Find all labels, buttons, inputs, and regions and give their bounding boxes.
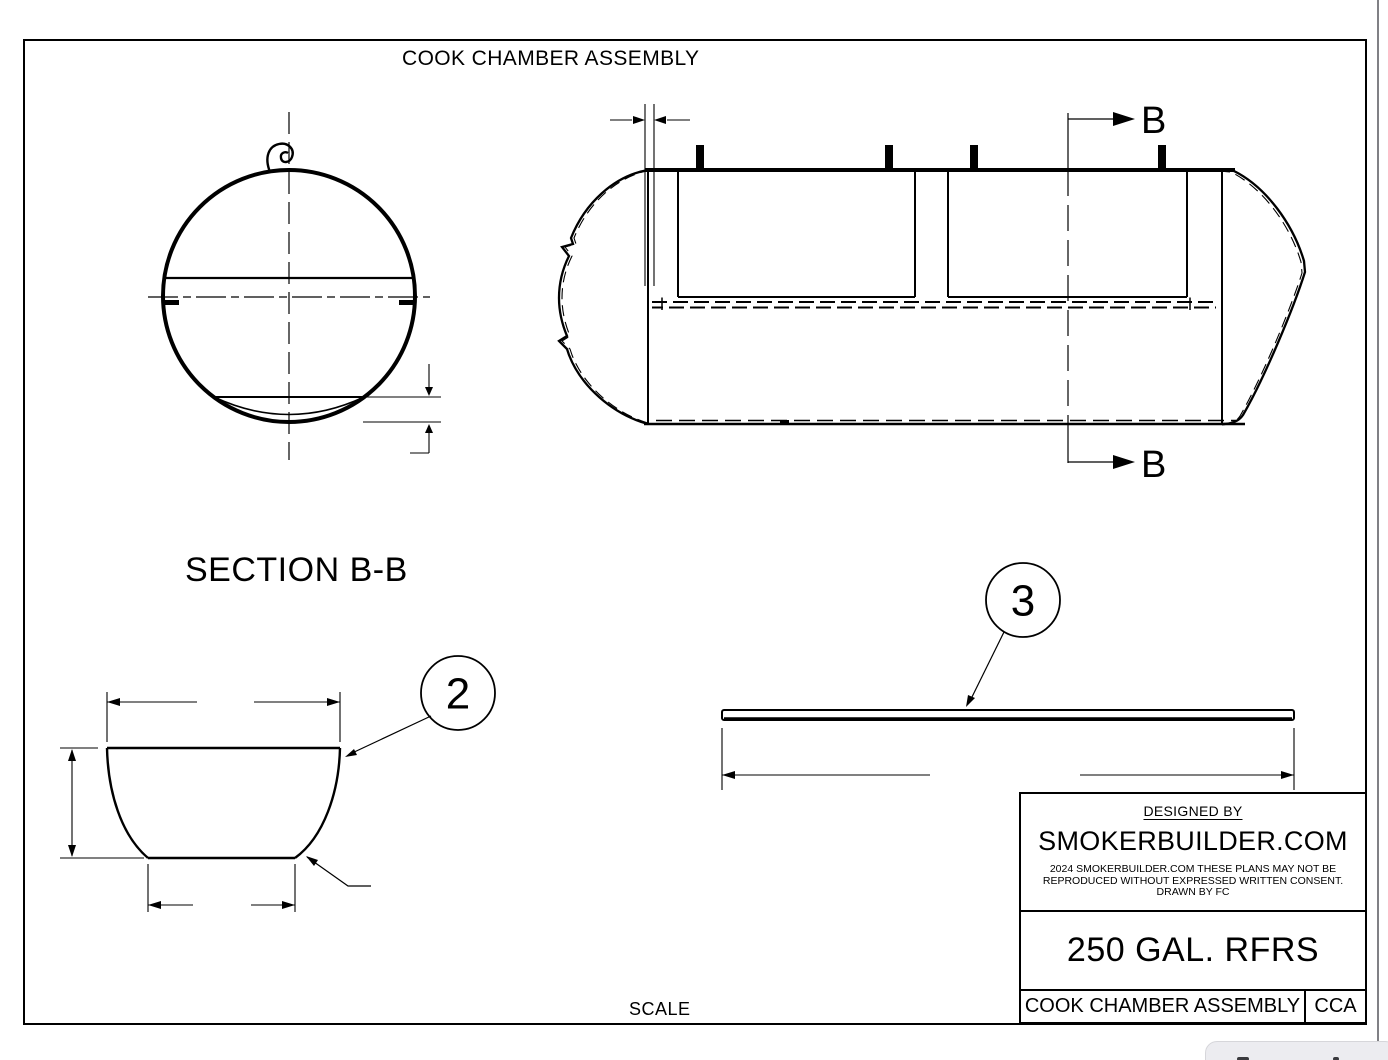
designer-name: SMOKERBUILDER.COM <box>1038 826 1348 856</box>
dim-arrow-up <box>425 424 433 433</box>
clipped-text-mark <box>1333 1057 1339 1060</box>
copyright-line: 2024 SMOKERBUILDER.COM THESE PLANS MAY N… <box>1049 863 1337 875</box>
section-letter-top: B <box>1141 100 1166 142</box>
hinge-post <box>885 145 893 172</box>
dim-arrow-left <box>654 116 666 124</box>
overlay-button-partial[interactable] <box>1205 1041 1388 1060</box>
flat-bar-length-dimension <box>721 728 1295 790</box>
assembly-code: CCA <box>1314 995 1357 1017</box>
end-view-dimension <box>363 364 441 454</box>
bowl-base-dimension <box>147 864 296 912</box>
page-edge-line <box>1377 0 1379 1060</box>
door-opening-left <box>677 172 916 298</box>
balloon-2-leader <box>349 715 432 755</box>
balloon-3-circle <box>985 562 1061 638</box>
end-view <box>148 112 441 460</box>
rack-support-right <box>399 300 413 305</box>
bowl-height-dimension <box>60 747 144 859</box>
hinge-post <box>1158 145 1166 172</box>
balloon-3-leader <box>969 631 1005 702</box>
side-view: B B <box>557 100 1307 486</box>
section-arrow-bottom <box>1113 455 1135 469</box>
balloon-3: 3 <box>966 562 1061 707</box>
section-letter-bottom: B <box>1141 444 1166 486</box>
scale-label: SCALE <box>629 999 691 1019</box>
right-head-cap <box>1221 168 1307 426</box>
left-head-cap <box>557 168 649 426</box>
drain-mark <box>780 420 789 425</box>
balloon-3-number: 3 <box>1011 577 1035 626</box>
bowl-width-dimension <box>106 692 341 742</box>
balloon-2-leader-arrow <box>345 749 357 757</box>
bowl-right-curve <box>294 747 342 859</box>
rack-support-left <box>165 300 179 305</box>
bowl-corner-leader <box>306 856 371 887</box>
left-head-cap-hidden <box>561 169 652 425</box>
copyright-line: DRAWN BY FC <box>1156 886 1230 898</box>
dim-arrow-down <box>425 387 433 396</box>
hinge-posts <box>696 145 1166 172</box>
balloon-2-number: 2 <box>446 670 470 719</box>
section-cutting-line <box>1067 112 1135 469</box>
sheet-border <box>23 39 1367 1025</box>
right-head-cap-hidden <box>1218 170 1303 426</box>
copyright-line: REPRODUCED WITHOUT EXPRESSED WRITTEN CON… <box>1042 874 1344 887</box>
bowl-left-curve <box>105 747 149 859</box>
balloon-2: 2 <box>345 655 496 757</box>
section-arrow-top <box>1113 112 1135 126</box>
title-block-bottom-row: COOK CHAMBER ASSEMBLY CCA <box>1021 991 1365 1024</box>
assembly-name: COOK CHAMBER ASSEMBLY <box>1021 991 1306 1024</box>
balloon-3-leader-arrow <box>966 695 975 707</box>
rack-hidden-lines <box>652 297 1216 310</box>
baffle-arc <box>213 396 365 416</box>
lid-hook <box>266 142 294 173</box>
designed-by-label: DESIGNED BY <box>1143 803 1243 819</box>
hinge-post <box>696 145 704 172</box>
dim-arrow-right <box>633 116 645 124</box>
title-block: DESIGNED BY SMOKERBUILDER.COM 2024 SMOKE… <box>1019 792 1367 1024</box>
clipped-text-mark <box>1237 1057 1249 1060</box>
section-b-b-label: SECTION B-B <box>185 551 408 589</box>
section-b-b-view: 2 <box>60 655 496 912</box>
balloon-2-circle <box>420 655 496 731</box>
model-name: 250 GAL. RFRS <box>1021 912 1365 991</box>
drawing-title: COOK CHAMBER ASSEMBLY <box>402 47 700 70</box>
hinge-post <box>970 145 978 172</box>
head-offset-dimension <box>610 104 690 286</box>
copyright-notice: 2024 SMOKERBUILDER.COM THESE PLANS MAY N… <box>1021 863 1365 899</box>
flat-bar-view: 3 <box>721 562 1295 790</box>
title-block-designer-section: DESIGNED BY SMOKERBUILDER.COM 2024 SMOKE… <box>1021 794 1365 912</box>
